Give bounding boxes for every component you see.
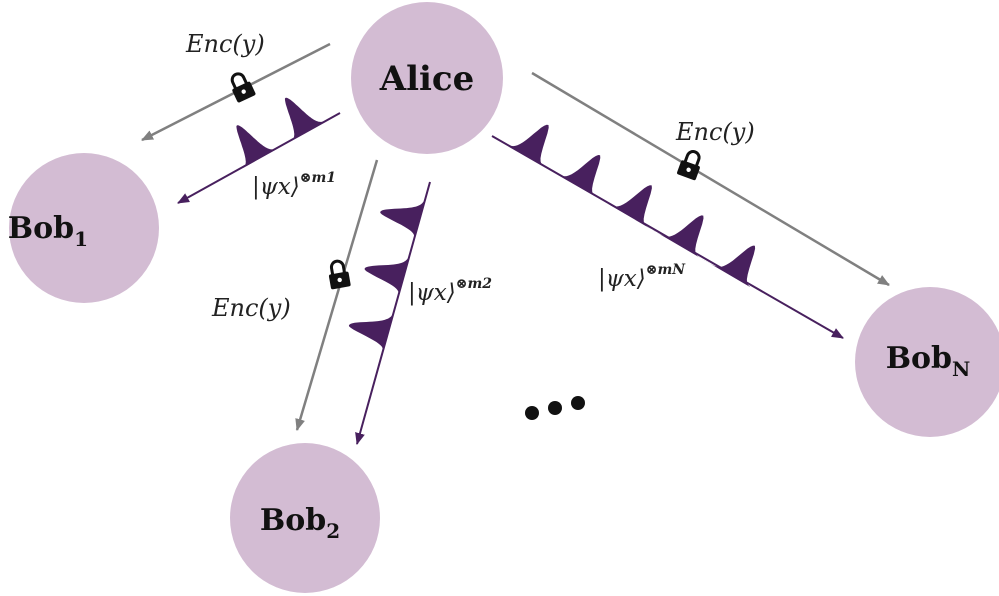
ellipsis-dot — [571, 396, 585, 410]
bobN-subscript: N — [952, 357, 970, 381]
bob2-node: Bob2 — [230, 443, 380, 593]
wave-packets — [236, 97, 756, 352]
alice-node: Alice — [351, 2, 503, 154]
alice-label: Alice — [379, 59, 475, 99]
wave-packet-bobN — [492, 124, 756, 287]
wave-packet-bob1 — [236, 97, 340, 168]
lock-icon — [328, 259, 351, 290]
bobN-label: Bob — [886, 341, 952, 376]
bob1-label: Bob — [8, 211, 74, 246]
bob1-subscript: 1 — [74, 227, 88, 251]
bob2-subscript: 2 — [326, 519, 340, 543]
ellipsis-dot — [548, 401, 562, 415]
bob2-label: Bob — [260, 503, 326, 538]
state-label-bob2: |ψx⟩⊗m2 — [408, 276, 492, 306]
bob1-node: Bob1 — [8, 153, 159, 303]
svg-text:Bob2: Bob2 — [260, 503, 340, 543]
lock-icon — [230, 72, 256, 103]
classical-arrow-bobN — [531, 71, 890, 287]
enc-label-bob2: Enc(y) — [211, 294, 291, 322]
ellipsis-dot — [525, 406, 539, 420]
svg-text:BobN: BobN — [886, 341, 971, 381]
svg-text:Bob1: Bob1 — [8, 211, 88, 251]
enc-label-bobN: Enc(y) — [675, 118, 755, 146]
lock-icon — [677, 150, 701, 181]
wave-packet-bob2 — [348, 182, 430, 352]
state-label-bobN: |ψx⟩⊗mN — [598, 262, 686, 292]
state-label-bob1: |ψx⟩⊗m1 — [252, 170, 336, 200]
enc-label-bob1: Enc(y) — [185, 30, 265, 58]
bobN-node: BobN — [855, 287, 999, 437]
classical-arrow-bob2 — [295, 159, 379, 431]
